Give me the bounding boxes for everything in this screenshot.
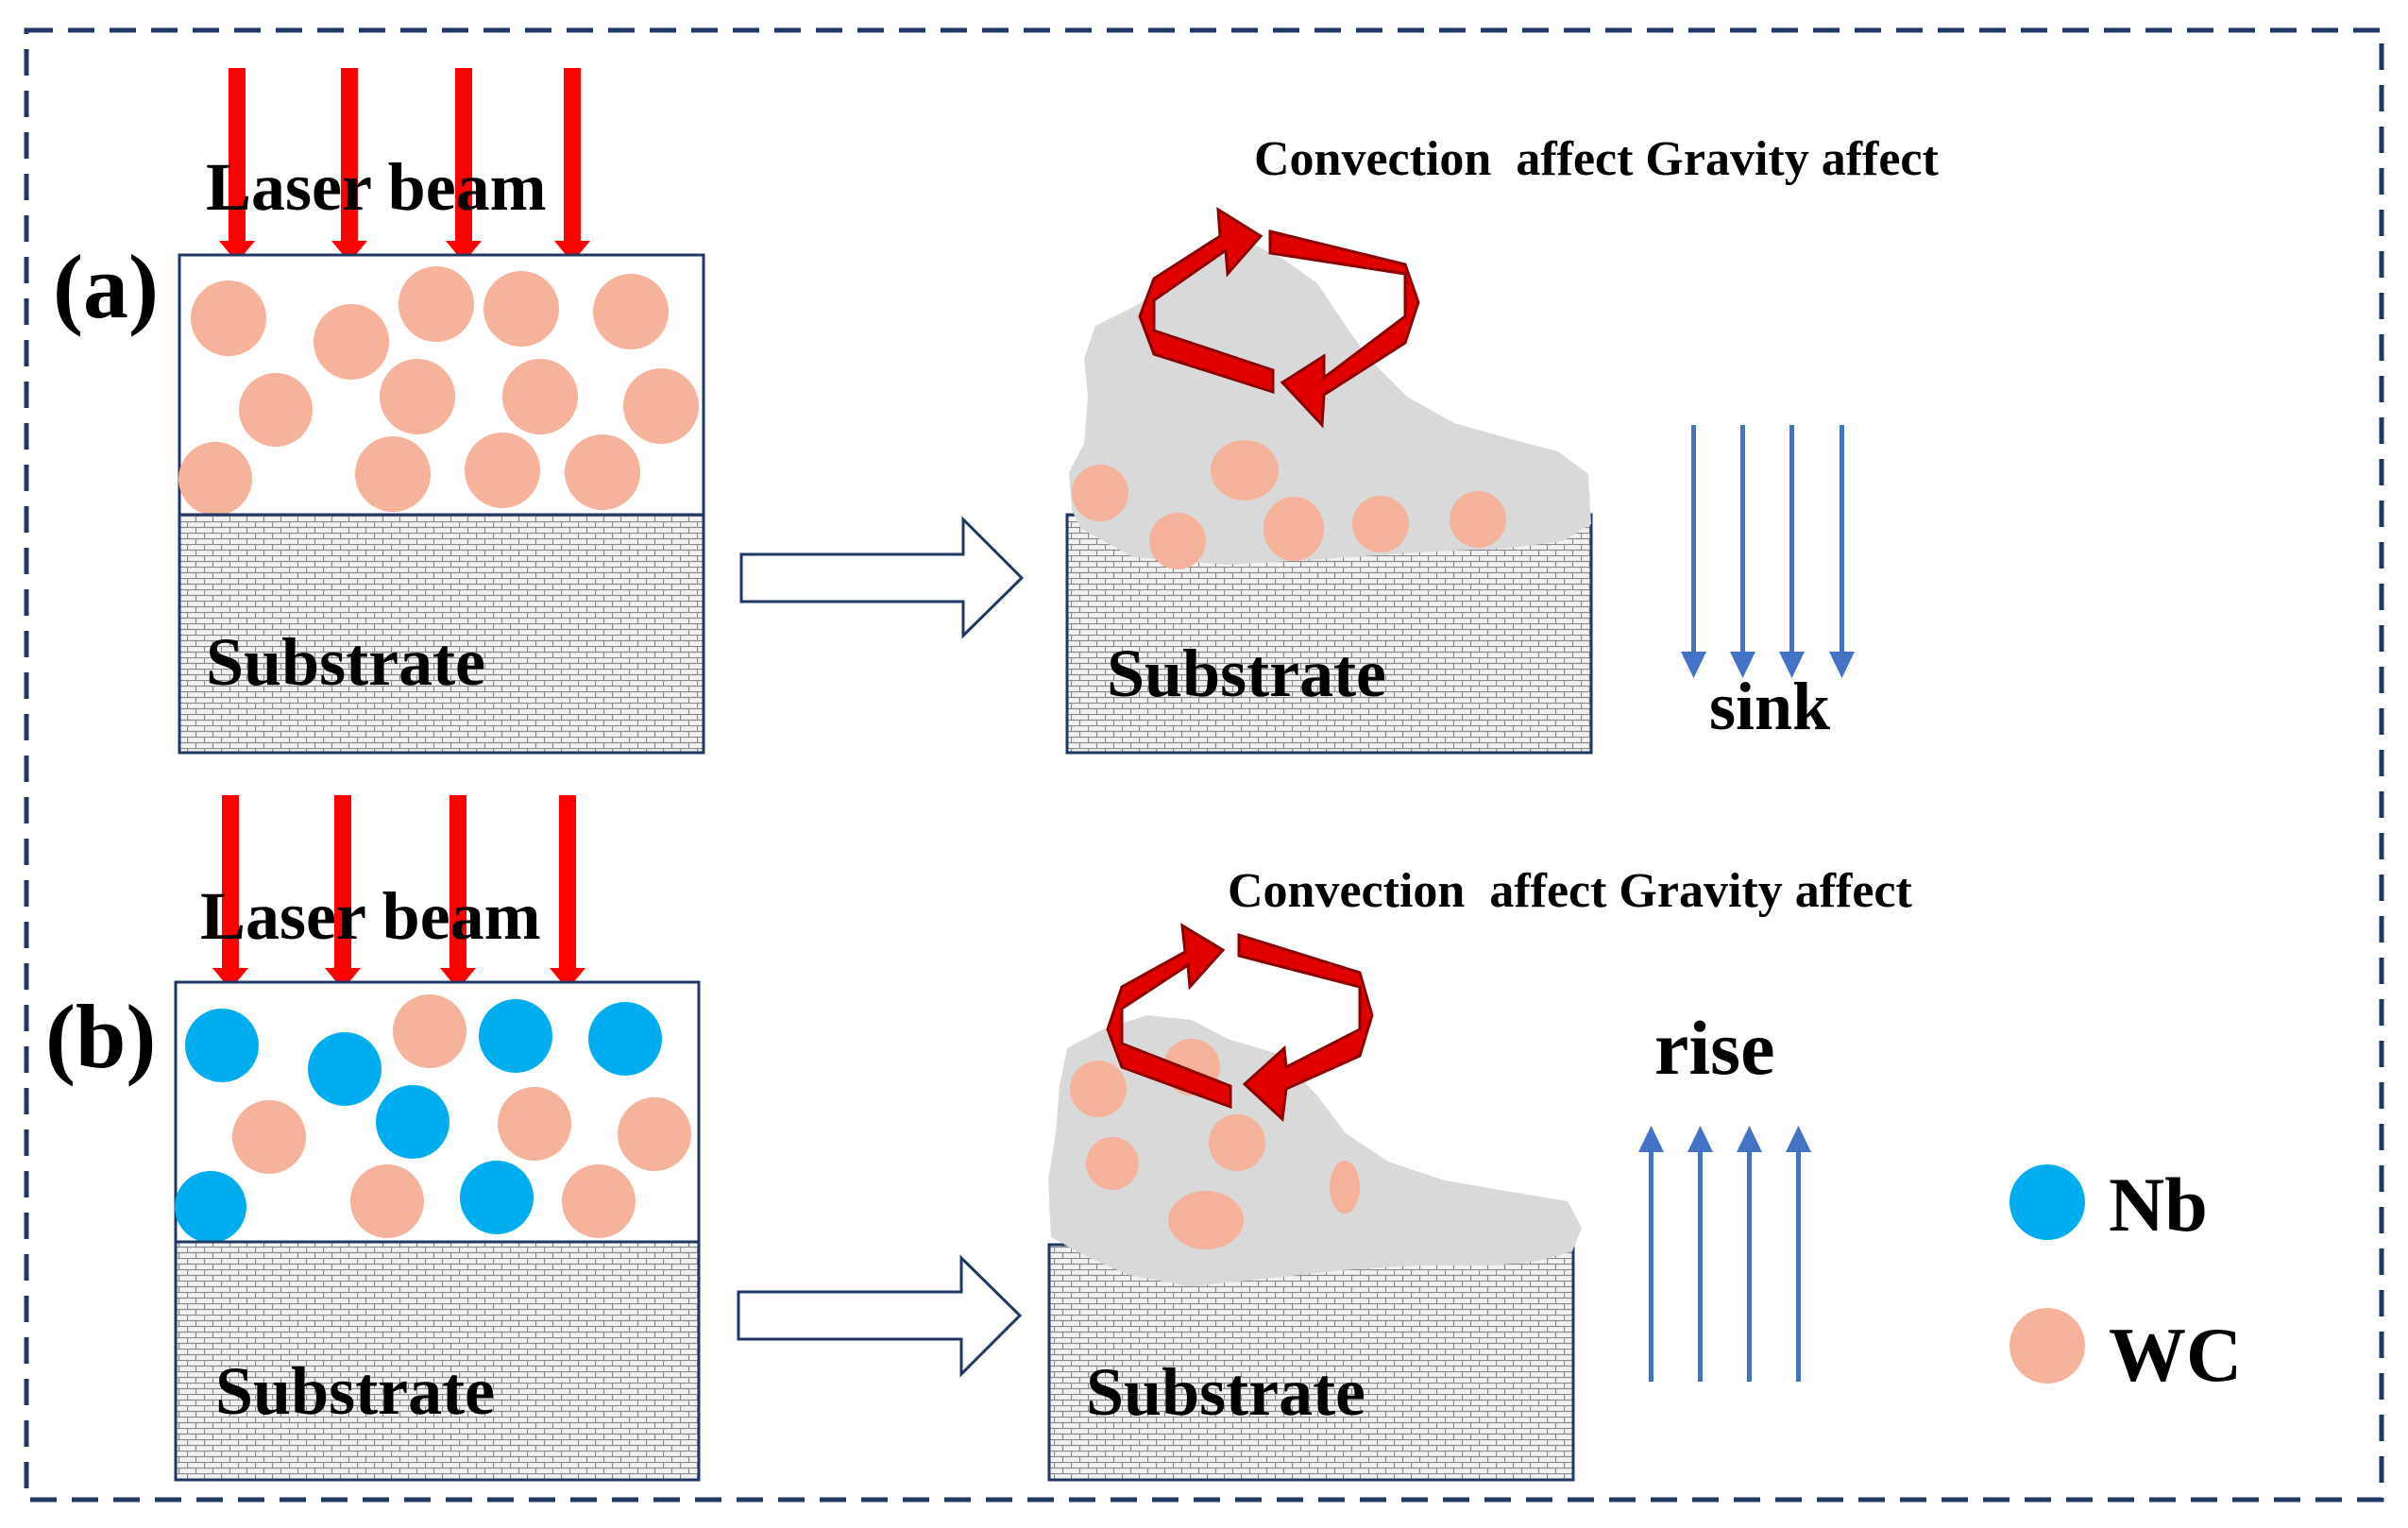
substrate-block — [178, 513, 705, 755]
substrate-label-after: Substrate — [1086, 1354, 1365, 1430]
sink-arrows-icon — [1681, 425, 1855, 678]
panel-tag: (a) — [53, 236, 159, 337]
motion-label: rise — [1654, 1005, 1774, 1091]
laser-arrows — [219, 68, 590, 263]
substrate-label: Substrate — [215, 1353, 495, 1429]
legend-wc-swatch — [2009, 1308, 2085, 1384]
laser-beam-label: Laser beam — [200, 878, 541, 954]
laser-beam-label: Laser beam — [206, 149, 547, 225]
effect-label: Convection affect Gravity affect — [1228, 864, 1913, 918]
substrate-label: Substrate — [206, 624, 485, 700]
process-arrow — [737, 1254, 1023, 1378]
panel-b: Laser beam (b) Substrate — [45, 795, 1913, 1482]
substrate-block — [174, 1240, 701, 1482]
outer-dashed-border — [24, 27, 2384, 1503]
legend-nb-label: Nb — [2109, 1162, 2208, 1248]
legend-nb-swatch — [2009, 1164, 2085, 1240]
nb-particles — [175, 999, 662, 1243]
motion-label: sink — [1709, 669, 1830, 744]
convection-arrow-icon — [1138, 207, 1420, 429]
melt-pool — [1069, 241, 1591, 565]
convection-arrow-icon — [1106, 923, 1374, 1123]
substrate-label-after: Substrate — [1107, 636, 1386, 711]
wc-particles-after — [1072, 440, 1506, 569]
wc-particles — [232, 994, 691, 1238]
effect-label: Convection affect Gravity affect — [1254, 132, 1940, 186]
legend-wc-label: WC — [2109, 1312, 2242, 1398]
substrate-block-after — [1047, 1243, 1575, 1482]
laser-arrows — [212, 795, 585, 990]
panel-a: Laser beam (a) Substrate — [53, 68, 1940, 755]
panel-tag: (b) — [45, 986, 156, 1087]
legend: Nb WC — [2009, 1162, 2242, 1398]
wc-particles — [178, 266, 699, 516]
rise-arrows-icon — [1638, 1126, 1811, 1382]
process-arrow — [739, 516, 1025, 639]
